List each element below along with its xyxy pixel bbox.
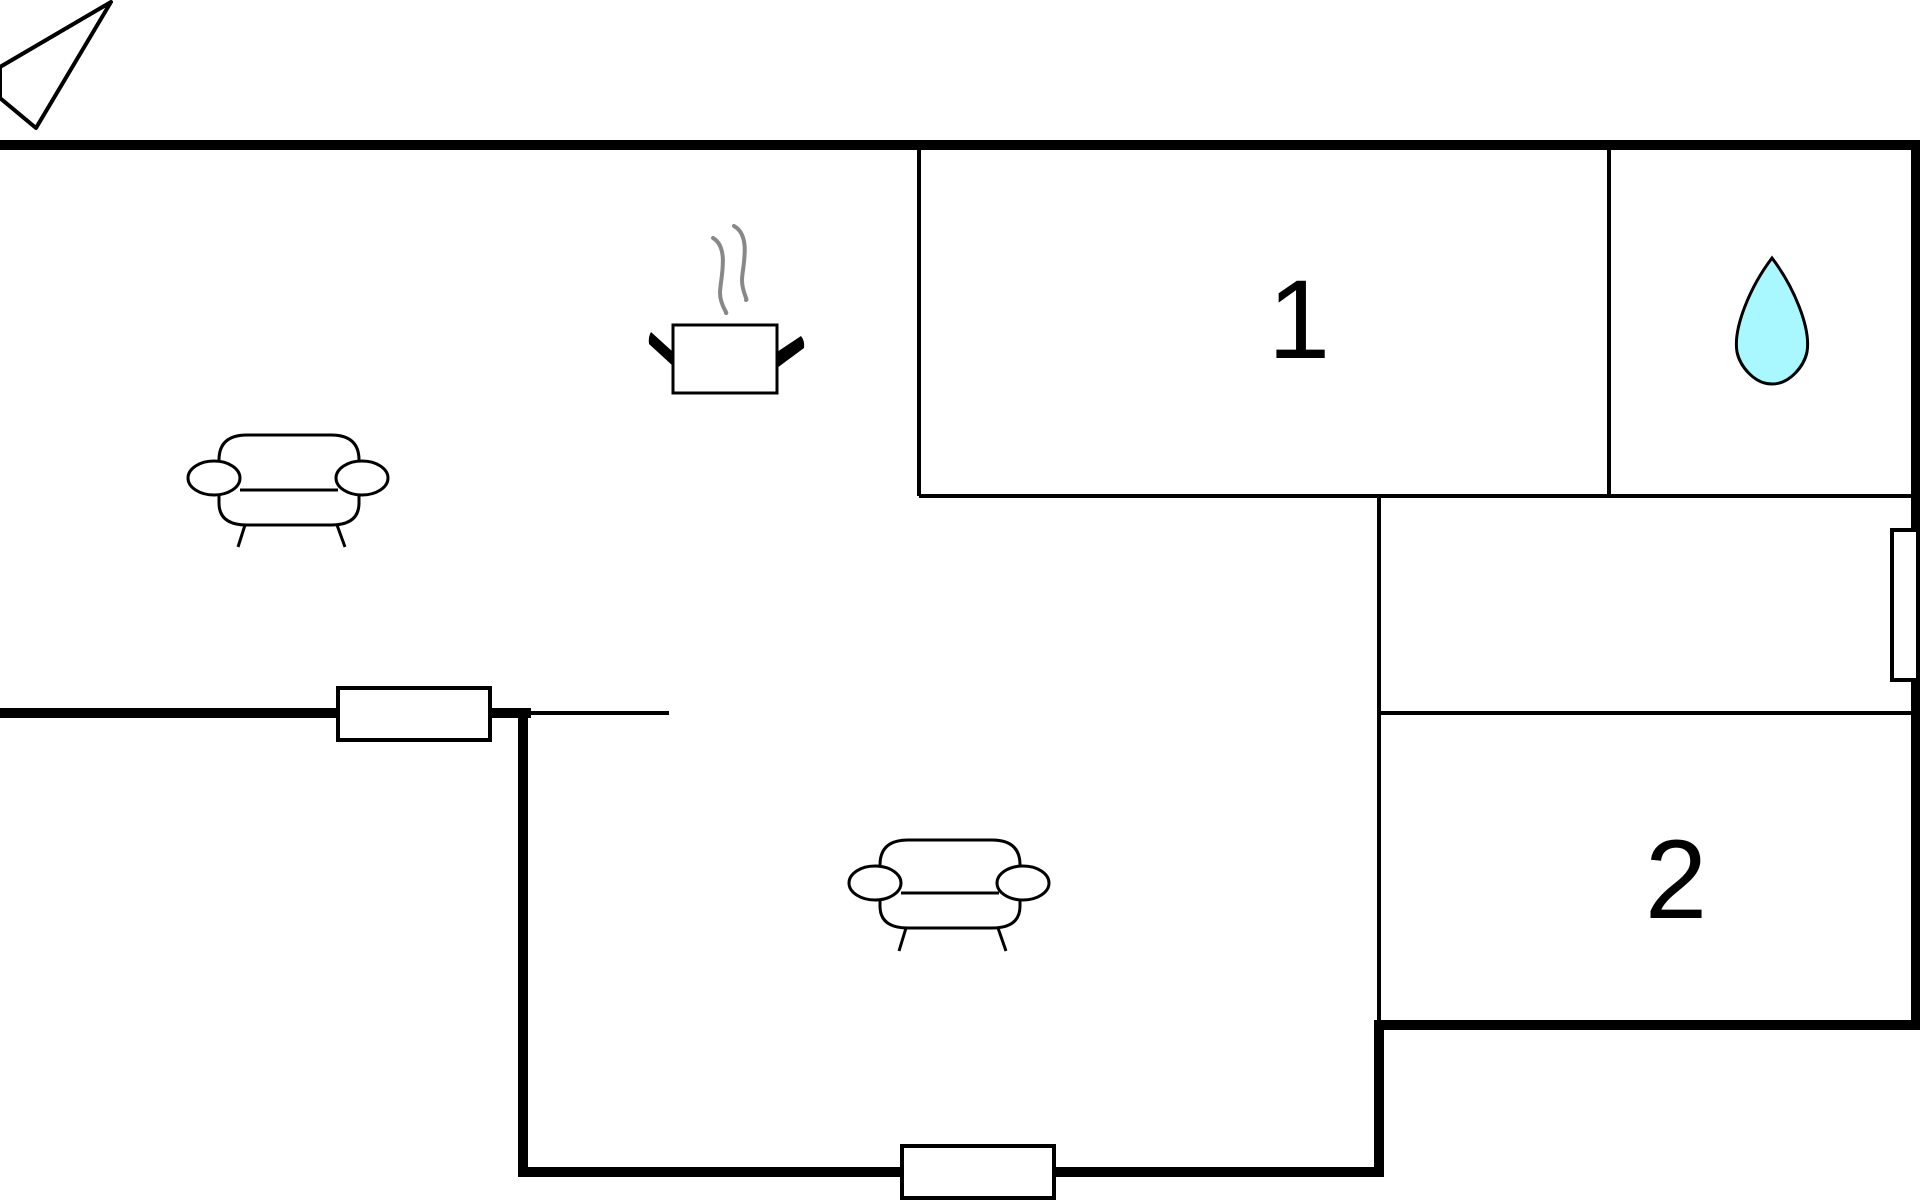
sofa-icon [847,838,1051,952]
kitchen-pot-icon [648,224,805,395]
sofa-icon [186,433,390,548]
openings [336,528,1920,1200]
outer-walls [0,140,1920,1177]
water-drop-icon [1734,255,1810,386]
window-left [336,686,492,742]
room-label-2: 2 [1645,817,1707,942]
window-bottom [900,1144,1056,1200]
room-label-1: 1 [1268,257,1330,382]
interior-walls [526,145,1916,1025]
door-right [1890,528,1920,682]
compass-north-icon [0,0,113,130]
